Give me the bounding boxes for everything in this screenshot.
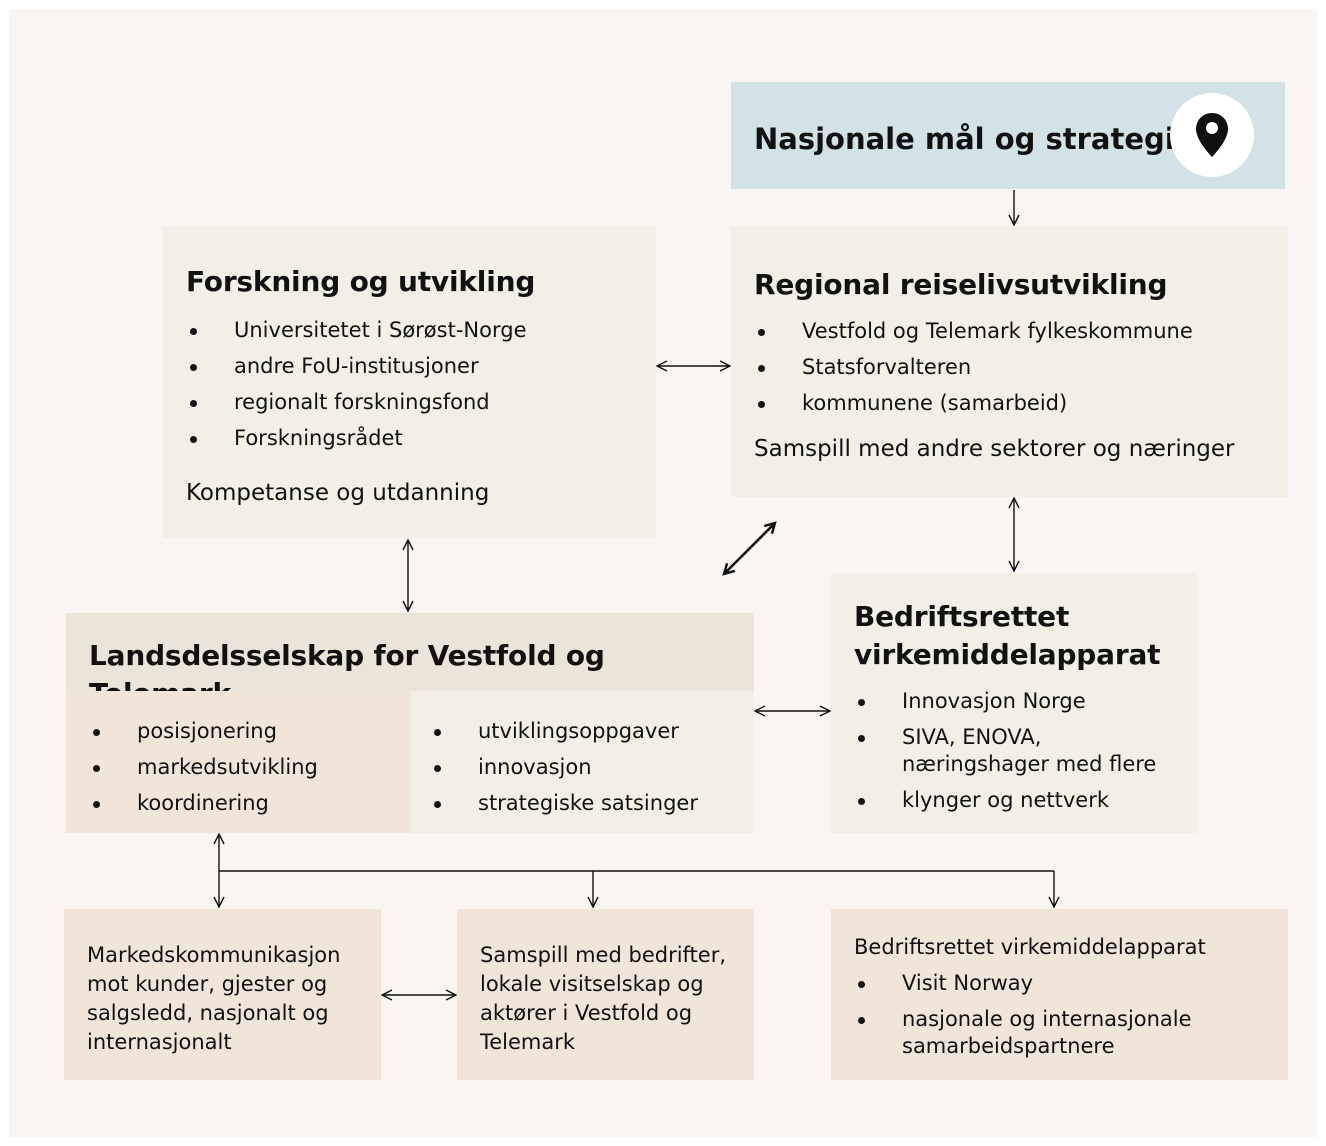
landsdel-header: Landsdelsselskap for Vestfold og Telemar… — [66, 613, 754, 710]
regional-list: Vestfold og Telemark fylkeskommune Stats… — [754, 318, 1274, 426]
list-item: nasjonale og internasjonale samarbeidspa… — [854, 1006, 1274, 1060]
list-item: Innovasjon Norge — [854, 688, 1194, 715]
business-title-line1: Bedriftsrettet — [854, 600, 1070, 633]
business-title-line2: virkemiddelapparat — [854, 638, 1161, 671]
list-item: andre FoU-institusjoner — [186, 353, 646, 380]
list-item: koordinering — [89, 790, 399, 817]
list-item: klynger og nettverk — [854, 787, 1194, 814]
list-item: posisjonering — [89, 718, 399, 745]
business-title: Bedriftsrettet virkemiddelapparat — [854, 598, 1161, 674]
landsdel-left-panel: posisjonering markedsutvikling koordiner… — [66, 691, 411, 833]
national-goals-title: Nasjonale mål og strategier — [754, 122, 1209, 156]
interplay-box: Samspill med bedrifter, lokale visitsels… — [457, 909, 754, 1080]
text-line: lokale visitselskap og — [480, 972, 704, 996]
regional-footer: Samspill med andre sektorer og næringer — [754, 436, 1235, 462]
list-item: SIVA, ENOVA, næringshager med flere — [854, 724, 1194, 778]
list-item: strategiske satsinger — [430, 790, 750, 817]
text-line: Markedskommunikasjon — [87, 943, 341, 967]
business-list: Innovasjon Norge SIVA, ENOVA, næringshag… — [854, 688, 1194, 823]
landsdel-right-list: utviklingsoppgaver innovasjon strategisk… — [430, 718, 750, 826]
research-footer: Kompetanse og utdanning — [186, 480, 490, 506]
list-item-line: nasjonale og internasjonale — [902, 1007, 1192, 1031]
list-item: Vestfold og Telemark fylkeskommune — [754, 318, 1274, 345]
text-line: Samspill med bedrifter, — [480, 943, 727, 967]
text-line: aktører i Vestfold og — [480, 1001, 693, 1025]
interplay-text: Samspill med bedrifter, lokale visitsels… — [480, 941, 726, 1057]
list-item: Visit Norway — [854, 970, 1274, 997]
map-pin-icon — [1170, 93, 1254, 177]
list-item-line: samarbeidspartnere — [902, 1034, 1115, 1058]
regional-title: Regional reiselivsutvikling — [754, 268, 1168, 301]
bottom-business-list: Visit Norway nasjonale og internasjonale… — [854, 970, 1274, 1069]
business-box: Bedriftsrettet virkemiddelapparat Innova… — [831, 573, 1198, 833]
national-goals-box: Nasjonale mål og strategier — [731, 82, 1285, 189]
text-line: salgsledd, nasjonalt og — [87, 1001, 329, 1025]
research-title: Forskning og utvikling — [186, 265, 536, 298]
research-list: Universitetet i Sørøst-Norge andre FoU-i… — [186, 317, 646, 461]
list-item: markedsutvikling — [89, 754, 399, 781]
list-item-line: næringshager med flere — [902, 752, 1157, 776]
landsdel-right-panel: utviklingsoppgaver innovasjon strategisk… — [411, 691, 754, 833]
list-item: innovasjon — [430, 754, 750, 781]
landsdel-left-list: posisjonering markedsutvikling koordiner… — [89, 718, 399, 826]
list-item: Forskningsrådet — [186, 425, 646, 452]
text-line: Telemark — [480, 1030, 576, 1054]
list-item-line: SIVA, ENOVA, — [902, 725, 1042, 749]
list-item: kommunene (samarbeid) — [754, 390, 1274, 417]
list-item: Statsforvalteren — [754, 354, 1274, 381]
text-line: internasjonalt — [87, 1030, 232, 1054]
bottom-business-box: Bedriftsrettet virkemiddelapparat Visit … — [831, 909, 1288, 1080]
market-box: Markedskommunikasjon mot kunder, gjester… — [64, 909, 381, 1080]
list-item: regionalt forskningsfond — [186, 389, 646, 416]
research-box: Forskning og utvikling Universitetet i S… — [163, 226, 656, 538]
market-text: Markedskommunikasjon mot kunder, gjester… — [87, 941, 340, 1057]
list-item: utviklingsoppgaver — [430, 718, 750, 745]
bottom-business-title: Bedriftsrettet virkemiddelapparat — [854, 935, 1206, 959]
regional-box: Regional reiselivsutvikling Vestfold og … — [731, 226, 1288, 497]
list-item: Universitetet i Sørøst-Norge — [186, 317, 646, 344]
text-line: mot kunder, gjester og — [87, 972, 328, 996]
